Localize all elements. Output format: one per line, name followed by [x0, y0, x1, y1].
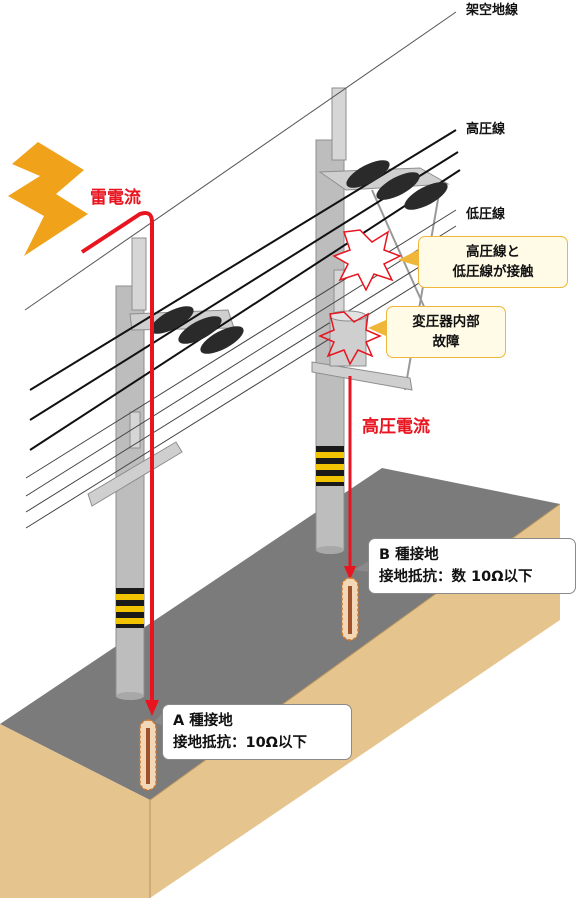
lightning-current-label: 雷電流 — [90, 188, 141, 208]
transformer-fault-pointer — [368, 320, 386, 336]
overhead-wires — [24, 11, 461, 529]
class-b-ground-electrode — [341, 577, 359, 641]
transformer-fault-callout: 変圧器内部 故障 — [386, 306, 506, 358]
overhead-ground-wire-label: 架空地線 — [466, 3, 519, 18]
ground-block — [0, 468, 561, 898]
transformer-fault-line-1: 変圧器内部 — [412, 314, 480, 330]
hv-lv-contact-line-2: 低圧線が接触 — [452, 264, 534, 280]
hv-current-label: 高圧電流 — [362, 417, 430, 437]
high-voltage-line-label: 高圧線 — [466, 122, 506, 137]
low-voltage-line-label: 低圧線 — [466, 207, 506, 222]
transformer-fault-line-2: 故障 — [432, 334, 460, 350]
fault-bursts — [318, 229, 402, 366]
class-b-ground-callout: B 種接地 接地抵抗：数 10Ω以下 — [368, 538, 576, 594]
hv-lv-contact-line-1: 高圧線と — [466, 244, 520, 260]
class-a-ground-electrode — [139, 719, 157, 791]
hv-lv-contact-pointer — [398, 250, 418, 266]
class-a-pointer — [154, 712, 164, 726]
class-a-title: A 種接地 — [173, 713, 233, 729]
lightning-bolt-icon — [8, 142, 88, 256]
class-b-pointer — [354, 560, 372, 572]
class-a-resistance: 接地抵抗：10Ω以下 — [173, 735, 308, 751]
class-a-ground-callout: A 種接地 接地抵抗：10Ω以下 — [162, 704, 352, 760]
hv-current-arrow — [344, 566, 356, 580]
class-b-resistance: 接地抵抗：数 10Ω以下 — [379, 569, 533, 585]
class-b-title: B 種接地 — [379, 547, 439, 563]
lightning-current-arrow — [145, 700, 159, 716]
hv-lv-contact-callout: 高圧線と 低圧線が接触 — [418, 236, 568, 288]
lightning-current-path — [80, 211, 154, 700]
insulators — [150, 160, 448, 354]
